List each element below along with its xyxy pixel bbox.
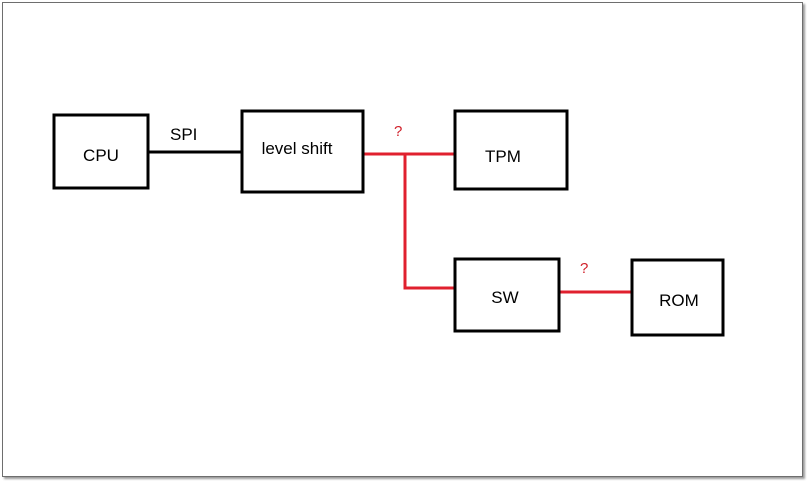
sw-rom-question-label: ?: [580, 260, 588, 277]
cpu-box: CPU: [52, 113, 150, 190]
level-shift-label: level shift: [262, 139, 333, 158]
cpu-label: CPU: [83, 146, 119, 165]
level-shift-box: level shift: [240, 109, 365, 194]
tpm-box: TPM: [453, 109, 569, 191]
sw-label: SW: [491, 288, 518, 307]
spi-label: SPI: [170, 125, 197, 144]
branch-to-sw-wire: [403, 154, 455, 290]
tpm-label: TPM: [485, 147, 521, 166]
block-diagram: SPI ? ? CPU level shift TPM SW ROM: [52, 109, 725, 337]
level-shift-tpm-question-label: ?: [394, 123, 402, 140]
rom-label: ROM: [659, 291, 699, 310]
sw-box: SW: [453, 257, 561, 333]
rom-box: ROM: [630, 258, 725, 337]
